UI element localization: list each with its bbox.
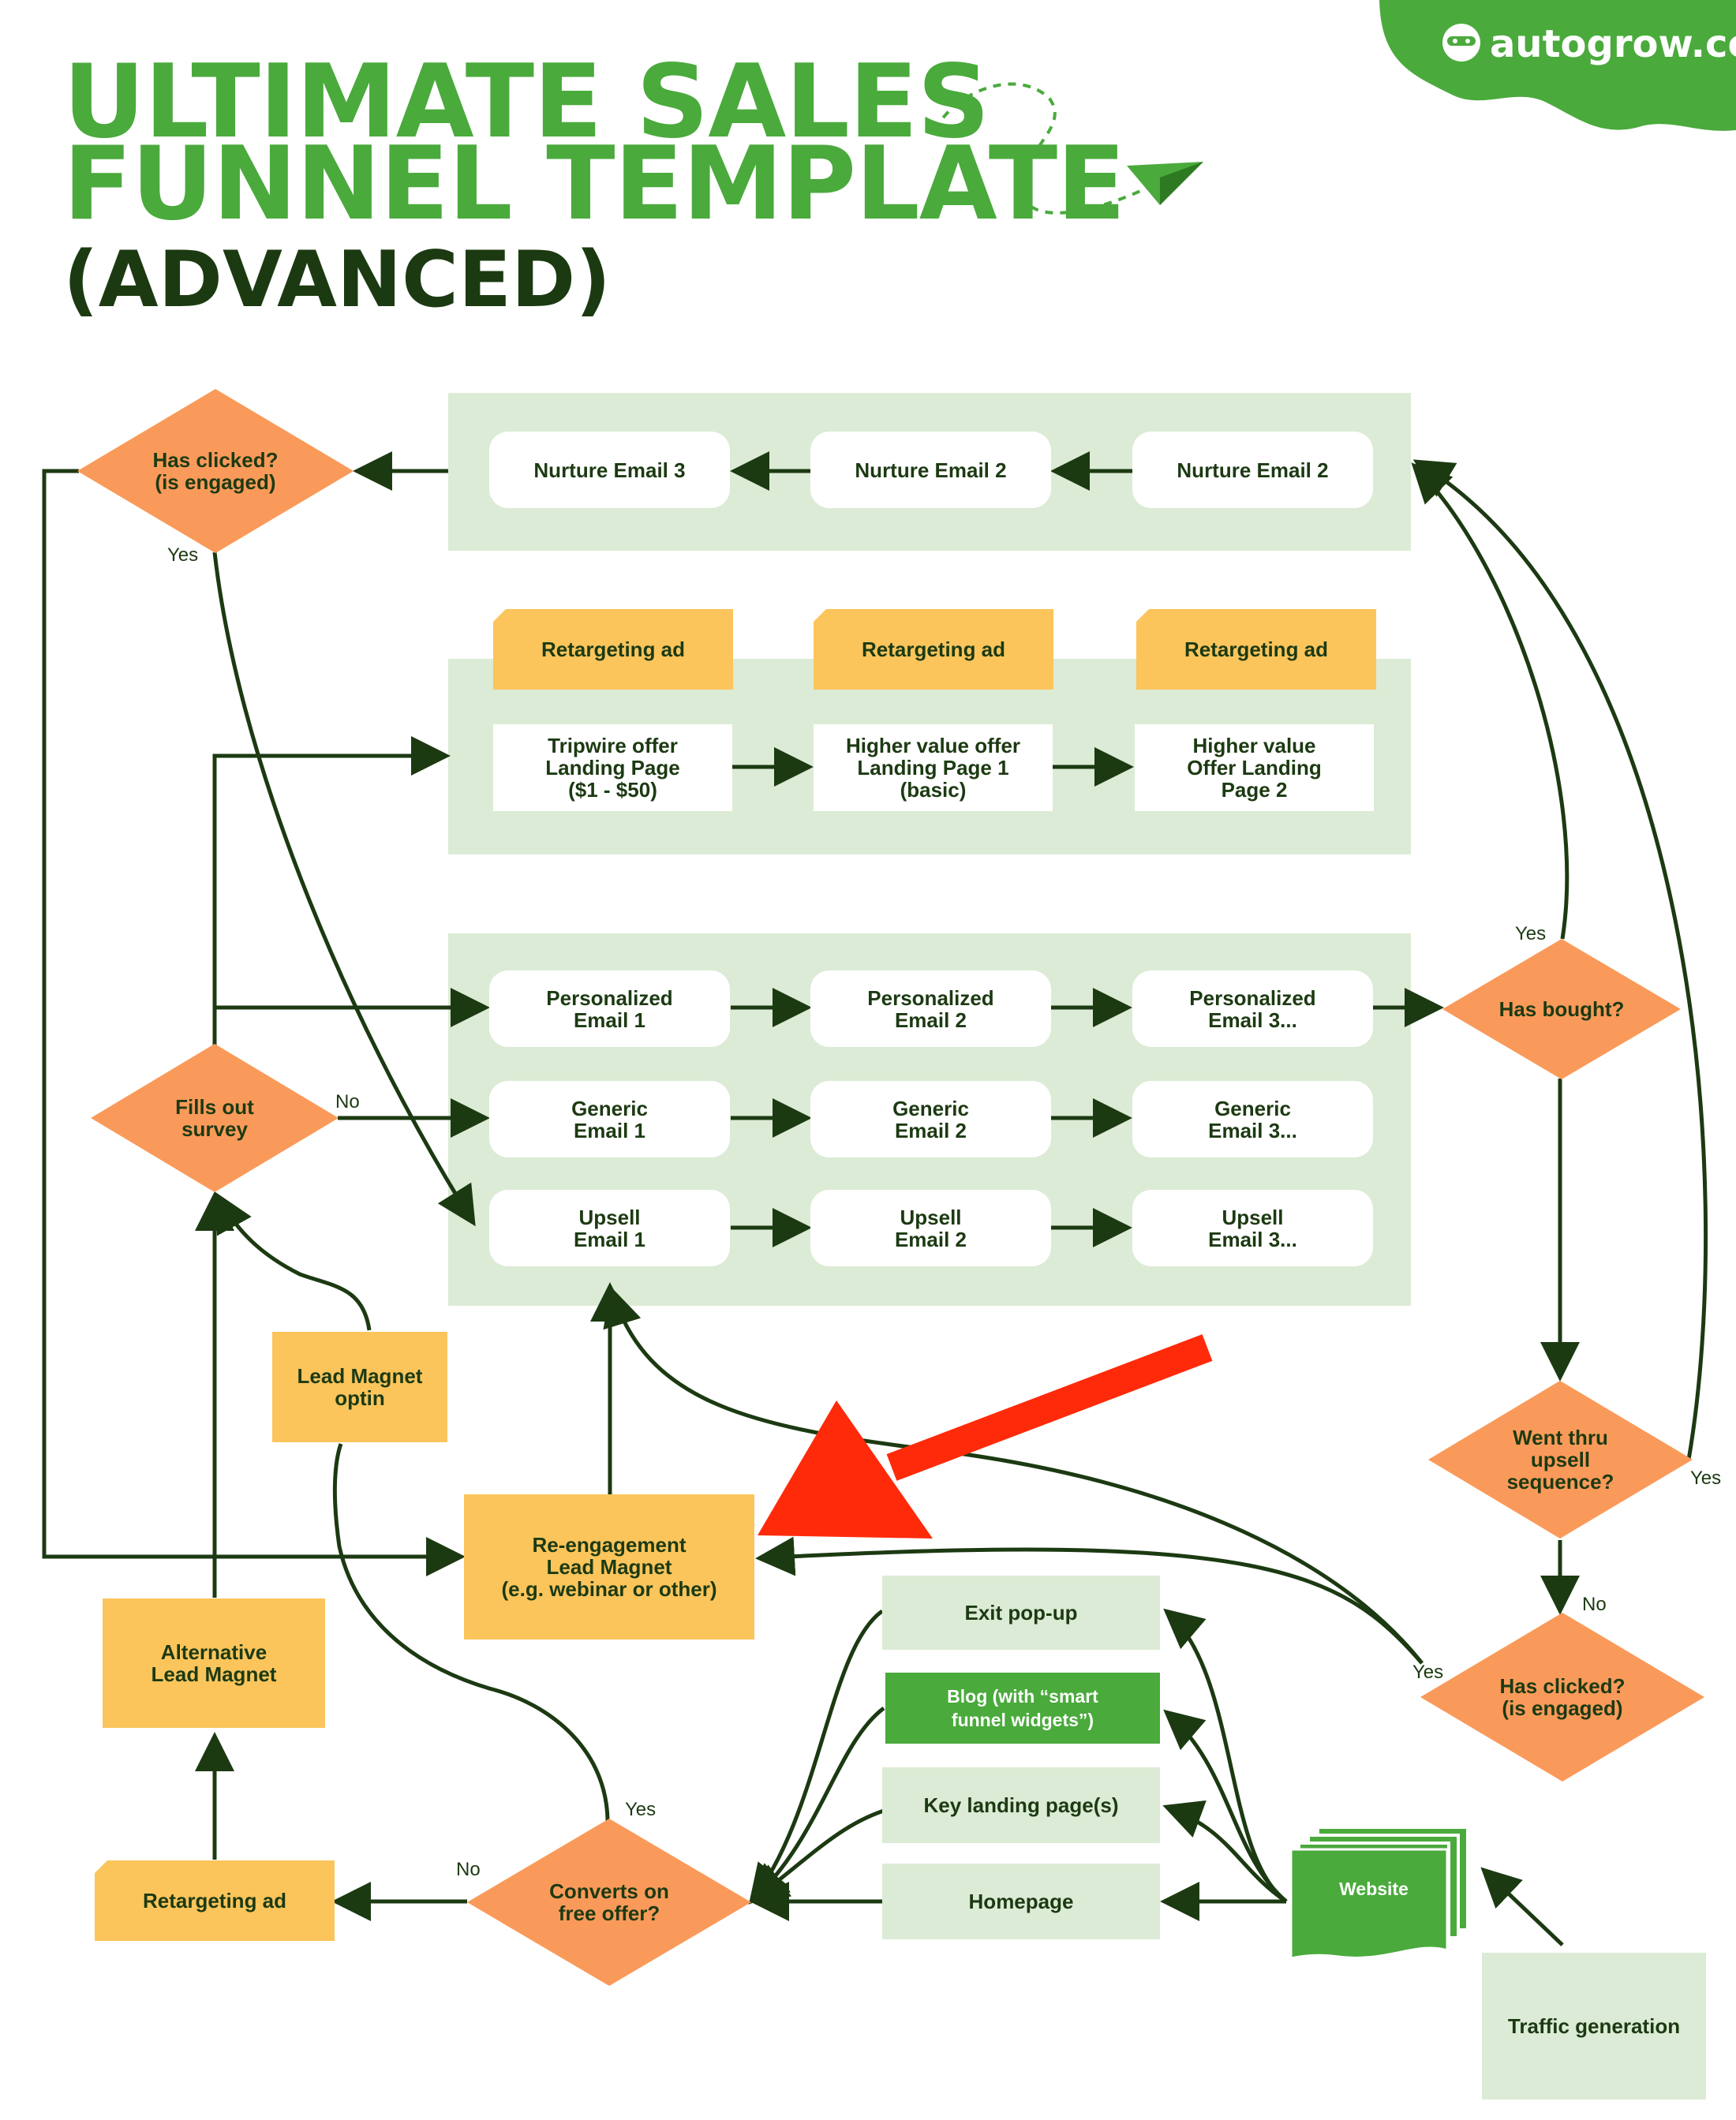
decision-label: Went thru upsell sequence? — [1506, 1426, 1614, 1494]
decision-converts-free-offer: Converts on free offer? — [467, 1819, 751, 1986]
personalized-email-2: Personalized Email 2 — [810, 970, 1051, 1047]
decision-label: Fills out survey — [175, 1095, 254, 1141]
label-yes-went-thru: Yes — [1690, 1468, 1722, 1489]
nurture-email-2a: Nurture Email 2 — [810, 432, 1051, 508]
raccoon-logo-icon — [1442, 24, 1480, 62]
decision-label: Converts on free offer? — [549, 1879, 669, 1925]
nurture-email-3: Nurture Email 3 — [489, 432, 730, 508]
decision-label: Has clicked? (is engaged) — [1499, 1674, 1626, 1720]
retargeting-ad-label: Retargeting ad — [142, 1888, 287, 1912]
retargeting-ad-1: Retargeting ad — [493, 609, 733, 690]
personalized-email-1: Personalized Email 1 — [489, 970, 730, 1047]
decision-fills-survey: Fills out survey — [91, 1044, 339, 1192]
decision-has-clicked-top: Has clicked? (is engaged) — [77, 389, 354, 553]
label-yes-has-clicked-bottom: Yes — [1412, 1662, 1444, 1683]
upsell-email-3: Upsell Email 3... — [1132, 1190, 1373, 1266]
generic-email-1: Generic Email 1 — [489, 1081, 730, 1157]
key-landing-pages: Key landing page(s) — [882, 1767, 1160, 1843]
generic-email-3: Generic Email 3... — [1132, 1081, 1373, 1157]
website-stack: Website — [1291, 1823, 1472, 1965]
decision-label: Has bought? — [1498, 997, 1625, 1021]
upsell-email-1: Upsell Email 1 — [489, 1190, 730, 1266]
label-no-fills-survey: No — [335, 1091, 360, 1112]
label-no-went-thru: No — [1582, 1594, 1607, 1615]
exit-popup: Exit pop-up — [882, 1576, 1160, 1650]
retargeting-ad-bottom: Retargeting ad — [95, 1860, 335, 1941]
retargeting-ad-label: Retargeting ad — [1184, 637, 1329, 661]
higher-value-landing-page-1: Higher value offer Landing Page 1 (basic… — [814, 724, 1053, 811]
highlight-arrow-icon — [758, 1334, 1213, 1539]
page-title: ULTIMATE SALES FUNNEL TEMPLATE — [63, 43, 1126, 243]
personalized-email-3: Personalized Email 3... — [1132, 970, 1373, 1047]
homepage: Homepage — [882, 1864, 1160, 1939]
paper-plane-icon — [933, 82, 1203, 215]
retargeting-ad-2: Retargeting ad — [814, 609, 1053, 690]
label-yes-has-bought: Yes — [1515, 923, 1547, 944]
retargeting-ad-label: Retargeting ad — [861, 637, 1006, 661]
traffic-generation: Traffic generation — [1482, 1953, 1706, 2099]
retargeting-ad-label: Retargeting ad — [541, 637, 686, 661]
lead-magnet-optin: Lead Magnet optin — [272, 1332, 447, 1442]
decision-has-bought: Has bought? — [1442, 939, 1681, 1079]
decision-label: Has clicked? (is engaged) — [152, 448, 279, 494]
retargeting-ad-3: Retargeting ad — [1136, 609, 1376, 690]
brand-name: autogrow.co — [1490, 22, 1736, 66]
nurture-email-2b: Nurture Email 2 — [1132, 432, 1373, 508]
generic-email-2: Generic Email 2 — [810, 1081, 1051, 1157]
blog-smart-widgets: Blog (with “smart funnel widgets”) — [885, 1673, 1160, 1744]
decision-has-clicked-bottom: Has clicked? (is engaged) — [1420, 1613, 1704, 1782]
tripwire-landing-page: Tripwire offer Landing Page ($1 - $50) — [493, 724, 732, 811]
website-label: Website — [1339, 1879, 1409, 1899]
reengagement-lead-magnet: Re-engagement Lead Magnet (e.g. webinar … — [464, 1494, 754, 1640]
page-subtitle: (ADVANCED) — [63, 235, 612, 325]
alternative-lead-magnet: Alternative Lead Magnet — [103, 1598, 325, 1728]
label-yes-converts: Yes — [625, 1799, 657, 1820]
decision-went-thru-upsell: Went thru upsell sequence? — [1428, 1381, 1693, 1539]
upsell-email-2: Upsell Email 2 — [810, 1190, 1051, 1266]
title-line-2: FUNNEL TEMPLATE — [63, 125, 1126, 243]
higher-value-landing-page-2: Higher value Offer Landing Page 2 — [1135, 724, 1374, 811]
label-no-converts: No — [456, 1859, 481, 1880]
label-yes-has-clicked-top: Yes — [167, 544, 199, 566]
title-line-1: ULTIMATE SALES — [63, 43, 990, 161]
